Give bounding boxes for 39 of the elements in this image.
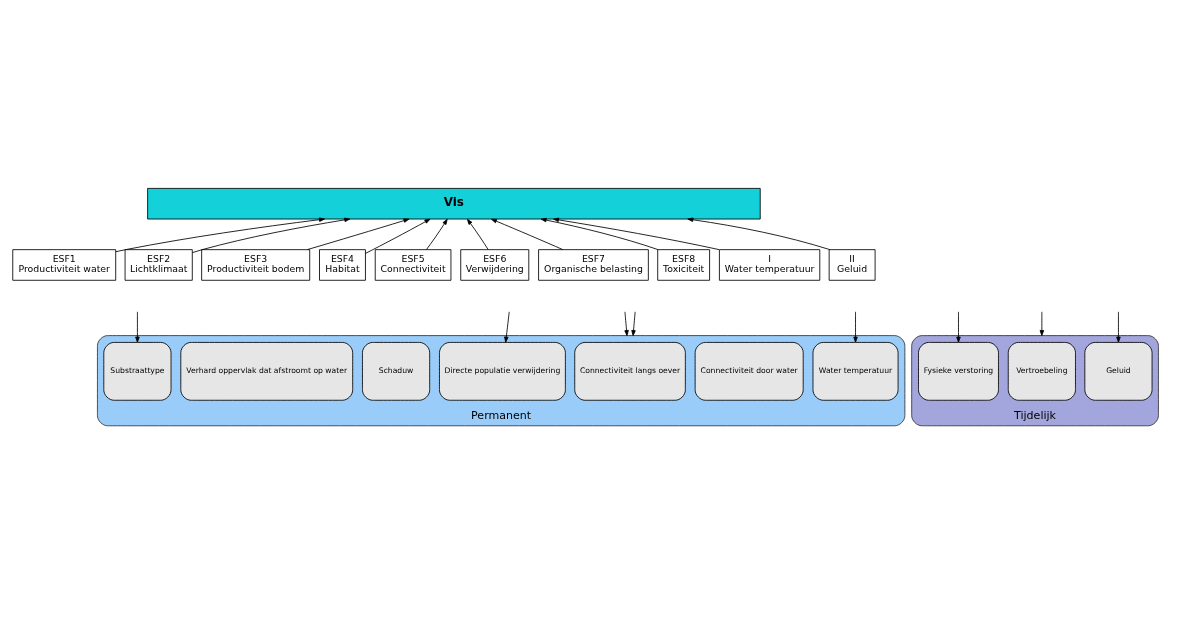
- node-box: Connectiviteit door water: [694, 341, 804, 401]
- node-box: ESF2 Lichtklimaat: [124, 248, 193, 281]
- node-box: Directe populatie verwijdering: [439, 341, 566, 401]
- node-box: ESF3 Productiviteit bodem: [201, 248, 311, 281]
- node-box: Geluid: [1084, 341, 1153, 401]
- node-box: ESF8 Toxiciteit: [657, 248, 711, 281]
- arrow: [426, 218, 448, 250]
- node-box: ESF7 Organische belasting: [538, 248, 649, 281]
- node-box: Vertroebeling: [1007, 341, 1076, 401]
- arrow: [1116, 310, 1121, 343]
- arrow: [853, 310, 858, 343]
- arrow: [115, 216, 325, 252]
- arrow: [365, 218, 431, 254]
- node-box: Fysieke verstoring: [918, 341, 999, 401]
- node-box: Verhard oppervlak dat afstroomt op water: [180, 341, 354, 401]
- arrow: [192, 217, 351, 253]
- arrow: [307, 217, 410, 250]
- node-box: I Water temperatuur: [718, 248, 821, 281]
- arrow: [1039, 310, 1045, 336]
- arrow: [466, 218, 489, 250]
- node-box: Substraattype: [103, 341, 172, 401]
- arrow: [687, 217, 831, 250]
- node-box: Water temperatuur: [812, 341, 899, 401]
- node-box: ESF6 Verwijdering: [460, 248, 530, 281]
- arrow: [135, 310, 140, 343]
- node-box: Schaduw: [362, 341, 431, 401]
- arrow: [624, 310, 629, 336]
- arrow: [504, 310, 510, 343]
- arrow: [956, 310, 961, 343]
- node-box: Connectiviteit langs oever: [574, 341, 686, 401]
- node-box: ESF4 Habitat: [319, 248, 366, 281]
- node-box: Vis: [147, 187, 761, 219]
- node-box: ESF5 Connectiviteit: [374, 248, 452, 281]
- arrow: [631, 310, 636, 336]
- node-box: ESF1 Productiviteit water: [12, 248, 117, 281]
- arrow: [553, 217, 720, 250]
- arrow: [540, 217, 659, 250]
- node-box: II Geluid: [828, 248, 876, 281]
- arrow: [491, 218, 564, 250]
